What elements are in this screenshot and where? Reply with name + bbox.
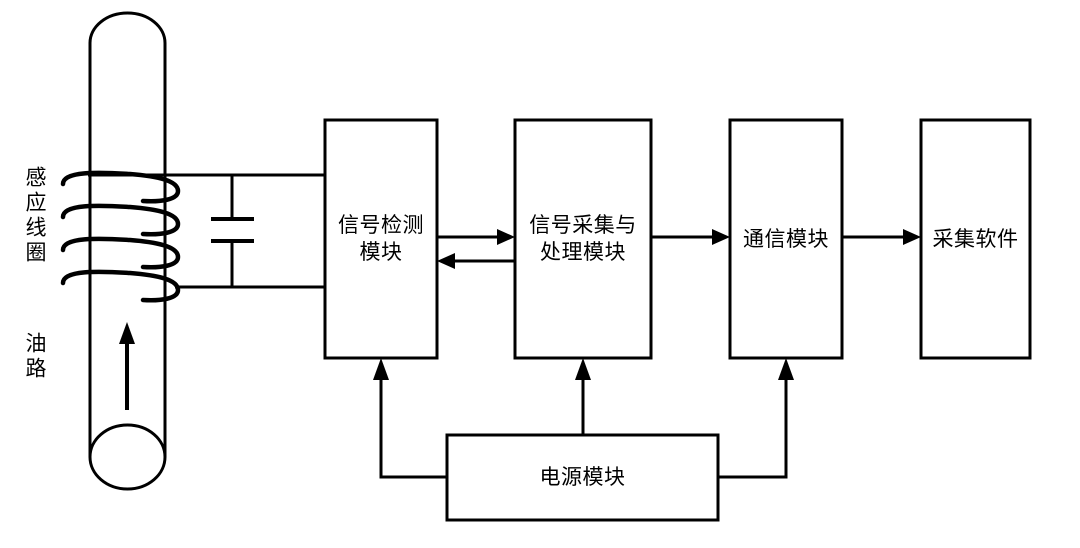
arrow-acquisition-to-detection (437, 253, 515, 269)
flow-arrow-head (119, 322, 135, 344)
arrow-power-to-acquisition (575, 358, 591, 435)
arrow-acquisition-to-detection-head (437, 253, 455, 269)
coil-circuit-wires (88, 173, 325, 289)
block-communication[interactable] (728, 118, 844, 360)
arrow-detection-to-acquisition-head (497, 229, 515, 245)
arrow-acquisition-to-communication-head (712, 229, 730, 245)
coil-turn-3 (60, 236, 181, 270)
block-signal-acquisition-processing[interactable] (513, 118, 653, 360)
pipe-bottom-ellipse (88, 423, 167, 491)
coil-turn-1 (60, 170, 181, 204)
pipe-top-cap (88, 11, 167, 44)
block-acquisition-software[interactable] (919, 118, 1032, 360)
arrow-communication-to-software-head (903, 229, 921, 245)
block-power-supply[interactable] (445, 433, 720, 522)
oil-pipe-group (88, 11, 167, 491)
arrow-power-to-detection-shaft (379, 375, 447, 479)
arrow-power-to-acquisition-head (575, 358, 591, 380)
induction-coil-group (60, 170, 181, 303)
label-induction-coil: 感应线圈 (23, 166, 47, 266)
arrow-power-to-communication-shaft (718, 375, 788, 479)
arrow-power-to-communication-head (778, 358, 794, 380)
arrow-power-to-communication (718, 358, 794, 479)
coil-turn-2 (60, 203, 181, 237)
capacitor-group (211, 175, 254, 287)
block-signal-detection[interactable] (323, 118, 439, 360)
coil-turn-4 (60, 269, 181, 303)
arrow-acquisition-to-communication (651, 229, 730, 245)
arrow-power-to-detection (373, 358, 447, 479)
arrow-detection-to-acquisition (437, 229, 515, 245)
arrow-communication-to-software (842, 229, 921, 245)
arrow-power-to-detection-head (373, 358, 389, 380)
label-oil-passage: 油路 (23, 332, 47, 382)
